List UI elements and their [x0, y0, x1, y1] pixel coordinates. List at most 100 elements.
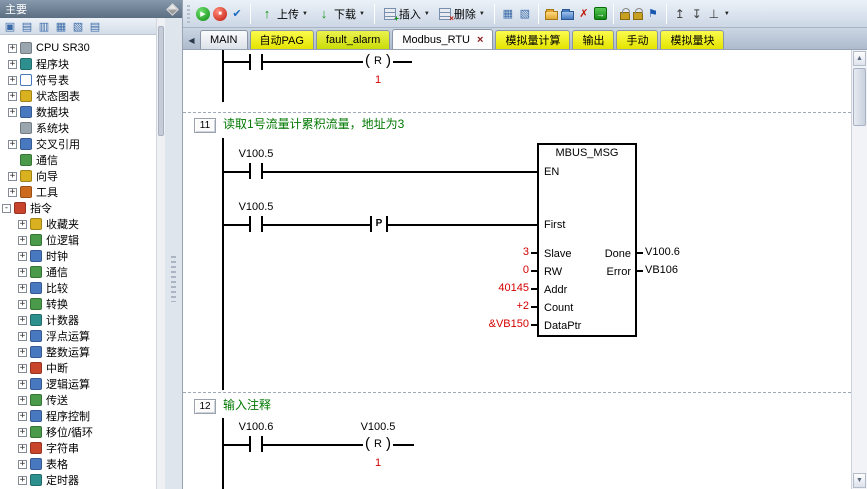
dataptr-value[interactable]: &VB150	[421, 318, 529, 331]
panel-splitter[interactable]	[165, 18, 182, 489]
dropdown-caret-icon[interactable]: ▼	[359, 11, 365, 17]
tree-item-instructions[interactable]: -指令	[0, 200, 156, 216]
expand-icon[interactable]: +	[18, 444, 27, 453]
tiles-icon[interactable]: ▤	[19, 19, 35, 33]
tab-analog-block[interactable]: 模拟量块	[660, 30, 724, 49]
stacked-windows-icon[interactable]: ▤	[87, 19, 103, 33]
tree-item-communication[interactable]: 通信	[0, 152, 156, 168]
tab-output[interactable]: 输出	[572, 30, 614, 49]
toggle-bookmark-icon[interactable]: ⊥	[707, 7, 721, 21]
expand-icon[interactable]: +	[18, 284, 27, 293]
tab-manual[interactable]: 手动	[616, 30, 658, 49]
tree-item-program-block[interactable]: +程序块	[0, 56, 156, 72]
expand-icon[interactable]: +	[8, 60, 17, 69]
pou-window-icon[interactable]: ▦	[501, 7, 515, 21]
contact-operand[interactable]: V100.5	[228, 148, 284, 161]
tree-item-status-chart[interactable]: +状态图表	[0, 88, 156, 104]
error-operand[interactable]: VB106	[645, 264, 705, 277]
collapse-icon[interactable]: -	[2, 204, 11, 213]
slave-value[interactable]: 3	[421, 246, 529, 259]
run-icon[interactable]: ▶	[196, 7, 210, 21]
network-comment[interactable]: 输入注释	[223, 398, 271, 413]
tree-item-system-block[interactable]: 系统块	[0, 120, 156, 136]
expand-icon[interactable]: +	[18, 348, 27, 357]
tree-item-float-math[interactable]: +浮点运算	[0, 328, 156, 344]
tree-item-program-control[interactable]: +程序控制	[0, 408, 156, 424]
expand-icon[interactable]: +	[8, 44, 17, 53]
tree-item-bit-logic[interactable]: +位逻辑	[0, 232, 156, 248]
expand-icon[interactable]: +	[8, 108, 17, 117]
columns-icon[interactable]: ▦	[53, 19, 69, 33]
stop-icon[interactable]: ■	[213, 7, 227, 21]
tree-item-logic[interactable]: +逻辑运算	[0, 376, 156, 392]
tab-scroll-left-icon[interactable]: ◀	[185, 32, 198, 49]
reset-coil-symbol[interactable]: R	[363, 435, 393, 455]
contact-symbol[interactable]	[249, 216, 263, 232]
coil-value[interactable]: 1	[363, 457, 393, 470]
rw-value[interactable]: 0	[421, 264, 529, 277]
compile-check-icon[interactable]: ✔	[230, 7, 244, 21]
delete-button[interactable]: × 删除 ▼	[436, 5, 488, 23]
tree-item-wizard[interactable]: +向导	[0, 168, 156, 184]
network-comment[interactable]: 读取1号流量计累积流量，地址为3	[223, 117, 404, 132]
pin-icon[interactable]	[166, 3, 179, 16]
dropdown-caret-icon[interactable]: ▼	[479, 11, 485, 17]
bookmark-up-icon[interactable]: ↥	[673, 7, 687, 21]
addr-value[interactable]: 40145	[421, 282, 529, 295]
tree-item-compare[interactable]: +比较	[0, 280, 156, 296]
tree-item-move[interactable]: +传送	[0, 392, 156, 408]
expand-icon[interactable]: +	[18, 460, 27, 469]
dropdown-caret-icon[interactable]: ▼	[302, 11, 308, 17]
expand-icon[interactable]: +	[18, 428, 27, 437]
expand-icon[interactable]: +	[18, 412, 27, 421]
tree-item-table[interactable]: +表格	[0, 456, 156, 472]
tree-item-favorites[interactable]: +收藏夹	[0, 216, 156, 232]
dropdown-caret-icon[interactable]: ▼	[424, 11, 430, 17]
scroll-down-icon[interactable]: ▼	[853, 473, 866, 488]
upload-button[interactable]: ↑ 上传 ▼	[257, 5, 311, 23]
go-icon[interactable]: →	[594, 7, 607, 20]
lock-small-icon[interactable]	[633, 12, 643, 20]
tab-auto-pag[interactable]: 自动PAG	[250, 30, 314, 49]
tab-main[interactable]: MAIN	[200, 30, 248, 49]
insert-button[interactable]: + 插入 ▼	[381, 5, 433, 23]
tab-analog-calc[interactable]: 模拟量计算	[495, 30, 570, 49]
expand-icon[interactable]: +	[18, 396, 27, 405]
tree-item-comm[interactable]: +通信	[0, 264, 156, 280]
tree-item-data-block[interactable]: +数据块	[0, 104, 156, 120]
scrollbar-thumb[interactable]	[853, 68, 866, 126]
lock-icon[interactable]	[620, 12, 630, 20]
mbus-msg-block[interactable]: MBUS_MSG EN First Slave RW Addr Count Da…	[537, 143, 637, 337]
tree-item-integer-math[interactable]: +整数运算	[0, 344, 156, 360]
expand-icon[interactable]: +	[8, 92, 17, 101]
expand-icon[interactable]: +	[18, 300, 27, 309]
tree-item-string[interactable]: +字符串	[0, 440, 156, 456]
coil-operand[interactable]: V100.5	[350, 421, 406, 434]
dropdown-caret-icon[interactable]: ▼	[724, 11, 730, 17]
tab-modbus-rtu[interactable]: Modbus_RTU×	[392, 29, 493, 49]
expand-icon[interactable]: +	[18, 220, 27, 229]
expand-icon[interactable]: +	[18, 316, 27, 325]
expand-icon[interactable]: +	[18, 268, 27, 277]
close-tab-icon[interactable]: ×	[477, 34, 483, 46]
network-number[interactable]: 12	[194, 399, 216, 414]
tree-item-convert[interactable]: +转换	[0, 296, 156, 312]
network-number[interactable]: 11	[194, 118, 216, 133]
contact-symbol[interactable]	[249, 436, 263, 452]
expand-icon[interactable]: +	[18, 364, 27, 373]
expand-icon[interactable]: +	[18, 236, 27, 245]
open-folder-icon[interactable]	[545, 11, 558, 20]
split-window-icon[interactable]: ▧	[518, 7, 532, 21]
positive-edge-contact[interactable]: P	[370, 216, 388, 232]
expand-icon[interactable]: +	[8, 76, 17, 85]
bookmark-flag-icon[interactable]: ⚑	[646, 7, 660, 21]
expand-icon[interactable]: +	[18, 380, 27, 389]
bookmark-down-icon[interactable]: ↧	[690, 7, 704, 21]
download-button[interactable]: ↓ 下载 ▼	[314, 5, 368, 23]
coil-operand[interactable]: 1	[363, 74, 393, 87]
editor-scrollbar[interactable]: ▲ ▼	[851, 50, 867, 489]
tree-scrollbar-thumb[interactable]	[158, 26, 164, 136]
reset-coil-symbol[interactable]: R	[363, 52, 393, 72]
tree-item-cross-reference[interactable]: +交叉引用	[0, 136, 156, 152]
tree-item-counters[interactable]: +计数器	[0, 312, 156, 328]
